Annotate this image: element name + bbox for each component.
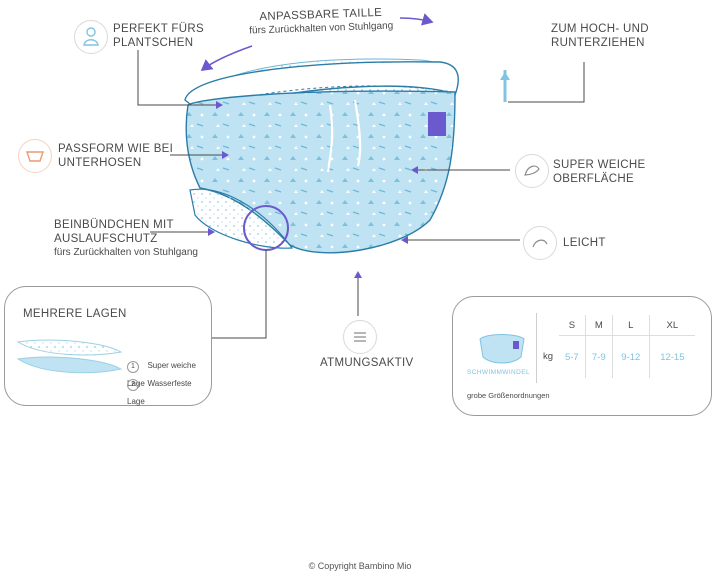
size-table-box: SCHWIMMWINDEL kg S M L XL 5-7 7-9 9-12 1… — [452, 296, 712, 416]
layer-2: 2 Wasserfeste Lage — [127, 373, 211, 409]
feature-hoch: ZUM HOCH- UND RUNTERZIEHEN — [551, 22, 649, 50]
feature-hoch-line1: ZUM HOCH- UND — [551, 23, 649, 35]
unit-label: kg — [543, 351, 554, 362]
feature-atmung: ATMUNGSAKTIV — [320, 357, 414, 369]
layer-1-number: 1 — [127, 361, 139, 373]
size-table: S M L XL 5-7 7-9 9-12 12-15 — [559, 315, 695, 378]
layers-box: MEHRERE LAGEN 1 Super weiche Lage 2 Wass… — [4, 286, 212, 406]
size-header-s: S — [568, 319, 576, 331]
size-value-s: 5-7 — [559, 335, 586, 378]
size-note: grobe Größenordnungen — [467, 391, 550, 400]
feature-weich-line1: SUPER WEICHE — [553, 159, 646, 171]
size-header-m: M — [584, 315, 613, 336]
size-header-l: L — [611, 315, 650, 336]
feature-planschen-line2: PLANTSCHEN — [113, 37, 194, 49]
feature-passform-line1: PASSFORM WIE BEI — [58, 143, 174, 155]
underwear-icon — [18, 139, 52, 173]
baby-icon — [74, 20, 108, 54]
layers-illustration — [16, 339, 123, 374]
size-value-l: 9-12 — [611, 335, 650, 378]
connector-lines — [137, 50, 585, 339]
copyright: © Copyright Bambino Mio — [308, 561, 412, 571]
layer-2-label: Wasserfeste Lage — [127, 379, 192, 406]
feature-bein-line2: AUSLAUFSCHUTZ — [54, 233, 158, 245]
size-header-xl: XL — [648, 315, 695, 336]
swim-nappy-illustration — [184, 58, 459, 254]
feature-leicht: LEICHT — [563, 237, 606, 249]
layers-title: MEHRERE LAGEN — [23, 308, 127, 320]
feature-bein-sub: fürs Zurückhalten von Stuhlgang — [54, 247, 198, 258]
feature-weich: SUPER WEICHE OBERFLÄCHE — [553, 158, 645, 186]
size-value-xl: 12-15 — [648, 335, 695, 378]
feature-weich-line2: OBERFLÄCHE — [553, 173, 634, 185]
feather-soft-icon — [515, 154, 549, 188]
feature-passform: PASSFORM WIE BEI UNTERHOSEN — [58, 142, 173, 170]
layer-2-number: 2 — [127, 379, 139, 391]
table-divider — [536, 313, 537, 383]
feature-planschen-line1: PERFEKT FÜRS — [113, 23, 204, 35]
size-value-m: 7-9 — [584, 335, 613, 378]
feature-planschen: PERFEKT FÜRS PLANTSCHEN — [113, 22, 204, 50]
feature-hoch-line2: RUNTERZIEHEN — [551, 37, 645, 49]
feature-bein-line1: BEINBÜNDCHEN MIT — [54, 219, 174, 231]
feature-passform-line2: UNTERHOSEN — [58, 157, 142, 169]
nappy-thumbnail — [479, 334, 525, 364]
leaf-icon — [523, 226, 557, 260]
breathable-icon — [343, 320, 377, 354]
product-label: SCHWIMMWINDEL — [467, 369, 530, 376]
feature-bein: BEINBÜNDCHEN MIT AUSLAUFSCHUTZ fürs Zurü… — [54, 218, 198, 259]
